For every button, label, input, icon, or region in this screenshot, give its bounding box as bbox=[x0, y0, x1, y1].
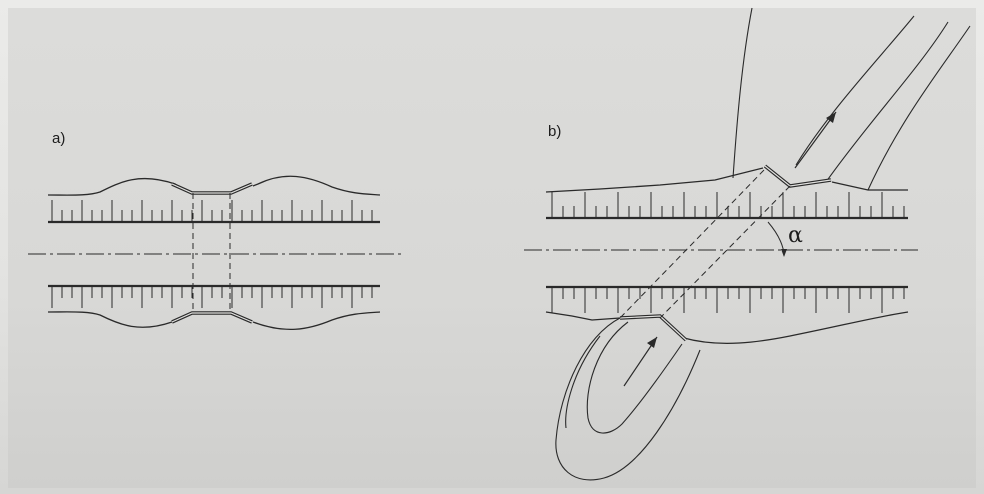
paper-sheet bbox=[8, 8, 976, 488]
panel-b-lower-outer-profile bbox=[545, 311, 909, 344]
panel-b-upper-weld-strip bbox=[763, 164, 832, 188]
panel-b-branch-inner-2 bbox=[825, 21, 949, 183]
panel-b-dashed-connector-left bbox=[619, 169, 765, 319]
panel-b-lower-loop-outer bbox=[555, 317, 701, 481]
panel-b-label: b) bbox=[548, 123, 561, 140]
panel-b-lower-weld-strip bbox=[619, 314, 688, 342]
panel-a-lower-hatching bbox=[51, 286, 373, 308]
panel-b-branch-outer-left bbox=[732, 7, 753, 179]
panel-a-lower-outer-profile bbox=[47, 311, 381, 331]
panel-a-label: a) bbox=[52, 130, 65, 147]
panel-b-dashed-connector-right bbox=[659, 185, 791, 319]
panel-a-upper-hatching bbox=[51, 200, 373, 222]
flow-arrow-lower bbox=[623, 336, 658, 387]
panel-b-branch-outer-right bbox=[867, 25, 971, 191]
panel-b-upper-outer-profile bbox=[545, 167, 908, 193]
panel-b-branch-inner-1 bbox=[795, 15, 915, 166]
panel-a-lower-weld-core bbox=[171, 312, 253, 323]
angle-alpha-symbol: α bbox=[788, 223, 803, 248]
flow-arrow-up-right bbox=[794, 111, 837, 169]
panel-a-upper-weld-core bbox=[171, 183, 253, 194]
panel-b-lower-loop-mid bbox=[565, 335, 601, 429]
panel-a: a) bbox=[28, 130, 402, 331]
angle-arc-arrow bbox=[781, 249, 787, 257]
panel-b-upper-hatching bbox=[551, 192, 905, 218]
panel-a-upper-outer-profile bbox=[47, 175, 381, 196]
panel-b: b) bbox=[524, 7, 971, 481]
angle-arc bbox=[767, 221, 785, 257]
panel-b-lower-loop-inner bbox=[586, 321, 683, 434]
panel-b-lower-weld-core bbox=[619, 315, 687, 341]
panel-b-lower-hatching bbox=[551, 287, 905, 313]
